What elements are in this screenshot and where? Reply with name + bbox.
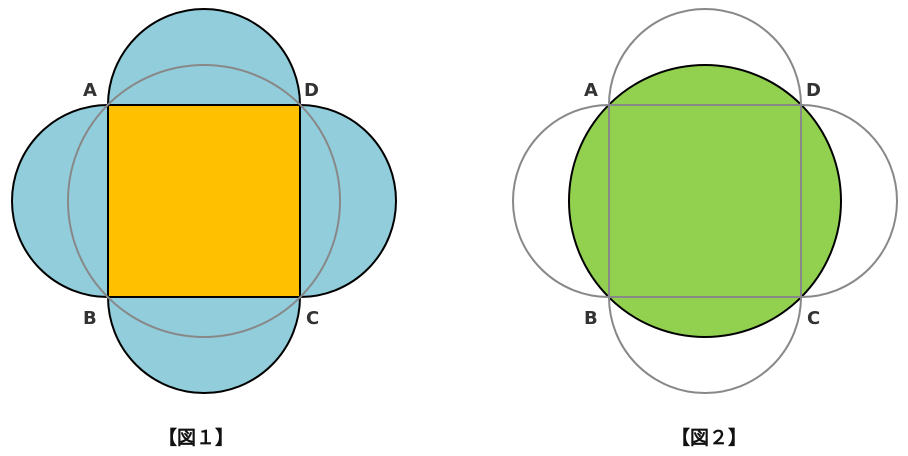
fig2-semicircle-left [512, 104, 610, 298]
fig2-vertex-d-label: D [806, 80, 821, 101]
fig2-square-outline [608, 104, 802, 298]
fig1-vertex-d-label: D [304, 80, 319, 101]
fig2-vertex-a-label: A [584, 80, 598, 101]
figure-2: A D B C 【図２】 [512, 8, 898, 449]
fig2-vertex-b-label: B [584, 308, 598, 329]
fig2-semicircle-bottom [608, 296, 802, 394]
fig1-vertex-b-label: B [83, 308, 97, 329]
fig1-vertex-a-label: A [83, 80, 97, 101]
fig1-circumcircle [67, 64, 341, 338]
fig1-caption: 【図１】 [158, 426, 234, 449]
fig2-circle [568, 64, 842, 338]
fig2-caption: 【図２】 [671, 426, 747, 449]
fig1-vertex-c-label: C [306, 308, 319, 329]
fig2-semicircle-top [608, 8, 802, 106]
fig1-semicircle-top [106, 8, 302, 106]
fig2-semicircle-right [800, 104, 898, 298]
fig1-square [107, 104, 301, 298]
fig2-vertex-c-label: C [807, 308, 820, 329]
fig1-semicircle-left [11, 103, 109, 299]
fig1-semicircle-right [299, 103, 397, 299]
fig1-semicircle-bottom [106, 296, 302, 394]
figure-1: A D B C 【図１】 [11, 8, 397, 449]
